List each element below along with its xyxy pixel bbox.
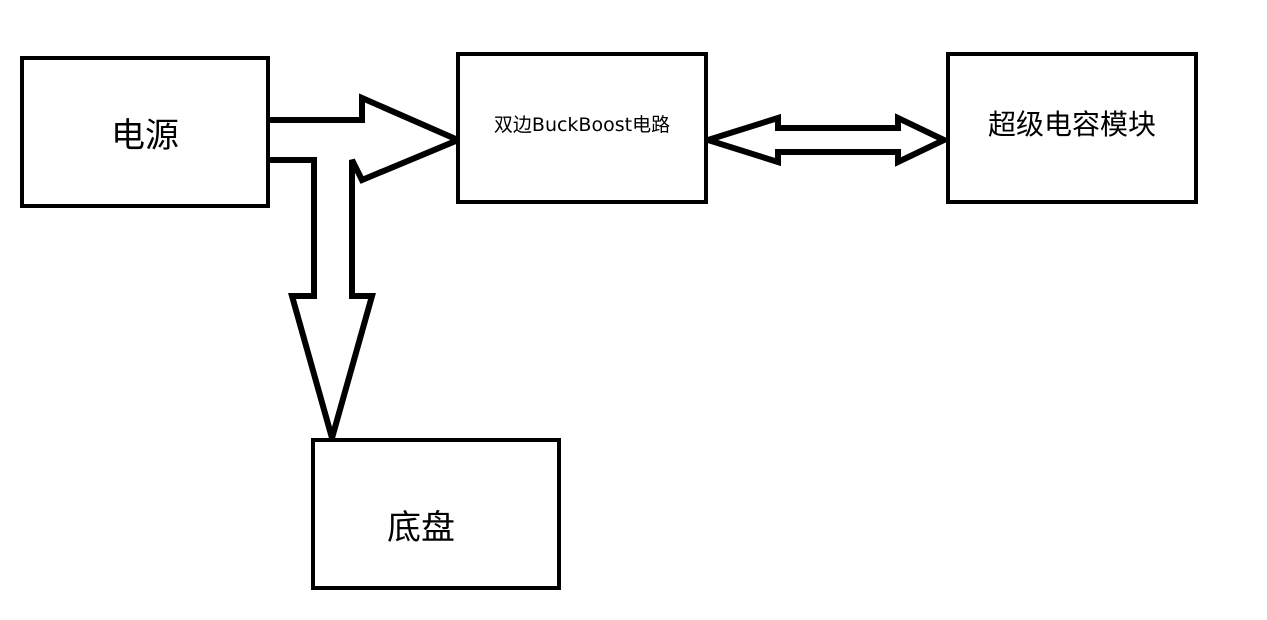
supercap-block: 超级电容模块 xyxy=(946,52,1198,204)
power-label: 电源 xyxy=(111,115,179,156)
power-block: 电源 xyxy=(20,56,270,208)
supercap-label: 超级电容模块 xyxy=(987,108,1156,141)
buck-boost-block: 双边BuckBoost电路 xyxy=(456,52,708,204)
arrow-buckboost-supercap-bidirectional xyxy=(697,113,951,167)
buck-boost-label: 双边BuckBoost电路 xyxy=(493,113,671,136)
chassis-label: 底盘 xyxy=(387,507,455,548)
chassis-block: 底盘 xyxy=(311,438,561,590)
arrow-power-to-buckboost-and-chassis xyxy=(270,93,466,450)
